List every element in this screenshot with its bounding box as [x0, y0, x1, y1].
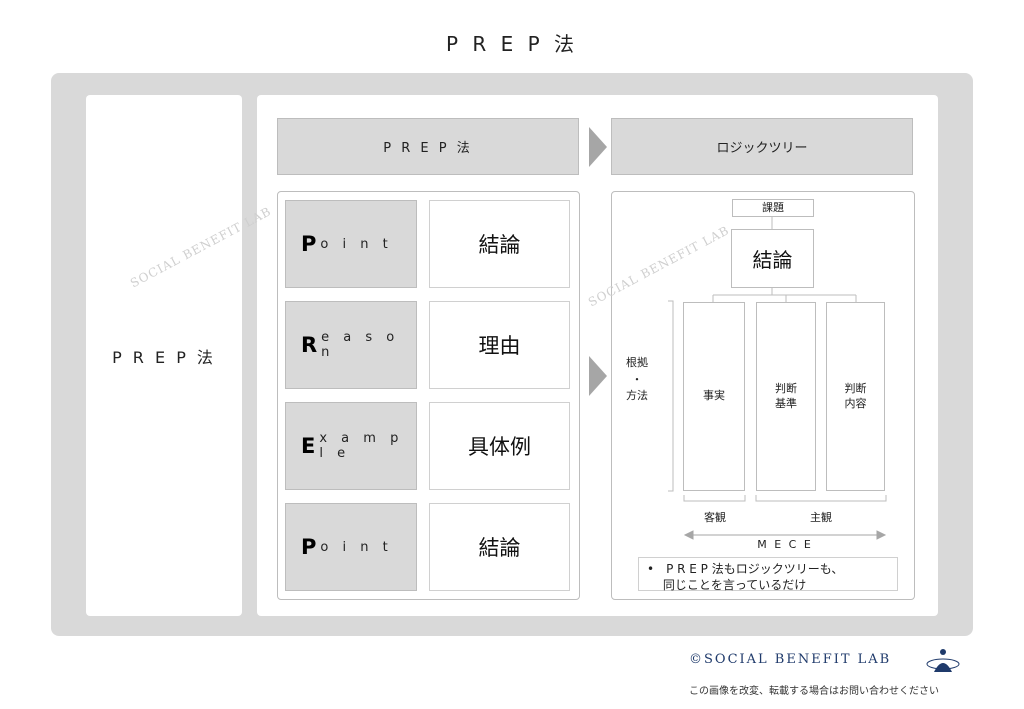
header-logic-tree: ロジックツリー — [611, 118, 913, 175]
tree-mece: M E C E — [757, 538, 813, 551]
prep-rest: o i n t — [320, 236, 393, 252]
tree-column-judgment: 判断 内容 — [826, 302, 885, 491]
header-prep: P R E P 法 — [277, 118, 579, 175]
tree-conclusion: 結論 — [731, 229, 814, 288]
tree-connectors — [668, 217, 887, 540]
prep-initial: E — [301, 434, 316, 458]
tree-side-label: 根拠 ・ 方法 — [617, 355, 657, 405]
prep-rest: x a m p l e — [319, 431, 404, 461]
prep-value-example: 具体例 — [429, 402, 570, 490]
prep-initial: R — [301, 333, 318, 357]
page-title: P R E P 法 — [445, 32, 579, 56]
side-label-line: ・ — [631, 372, 643, 386]
footer-brand: ©SOCIAL BENEFIT LAB — [689, 652, 892, 667]
left-panel-label: P R E P 法 — [112, 347, 216, 367]
footer-notice: この画像を改変、転載する場合はお問い合わせください — [689, 686, 939, 697]
tree-issue: 課題 — [732, 199, 814, 217]
arrow-right-icon — [589, 356, 607, 396]
tree-column-fact: 事実 — [683, 302, 745, 491]
prep-initial: P — [301, 232, 317, 256]
prep-initial: P — [301, 535, 317, 559]
prep-rest: o i n t — [320, 539, 393, 555]
tree-objective: 客観 — [704, 511, 726, 524]
note-line: • P R E P 法もロジックツリーも、 — [647, 562, 844, 576]
left-panel: P R E P 法 — [86, 95, 242, 616]
note-line: 同じことを言っているだけ — [647, 578, 807, 593]
prep-value-conclusion-2: 結論 — [429, 503, 570, 591]
prep-rest: e a s o n — [321, 330, 400, 360]
tree-subjective: 主観 — [810, 511, 832, 524]
brand-logo-icon — [926, 649, 960, 672]
side-label-line: 根拠 — [626, 356, 648, 369]
side-label-line: 方法 — [626, 389, 648, 402]
summary-note: • P R E P 法もロジックツリーも、 同じことを言っているだけ — [638, 557, 898, 593]
arrow-right-icon — [589, 127, 607, 167]
tree-column-criteria: 判断 基準 — [756, 302, 816, 491]
prep-value-conclusion: 結論 — [429, 200, 570, 288]
prep-value-reason: 理由 — [429, 301, 570, 389]
